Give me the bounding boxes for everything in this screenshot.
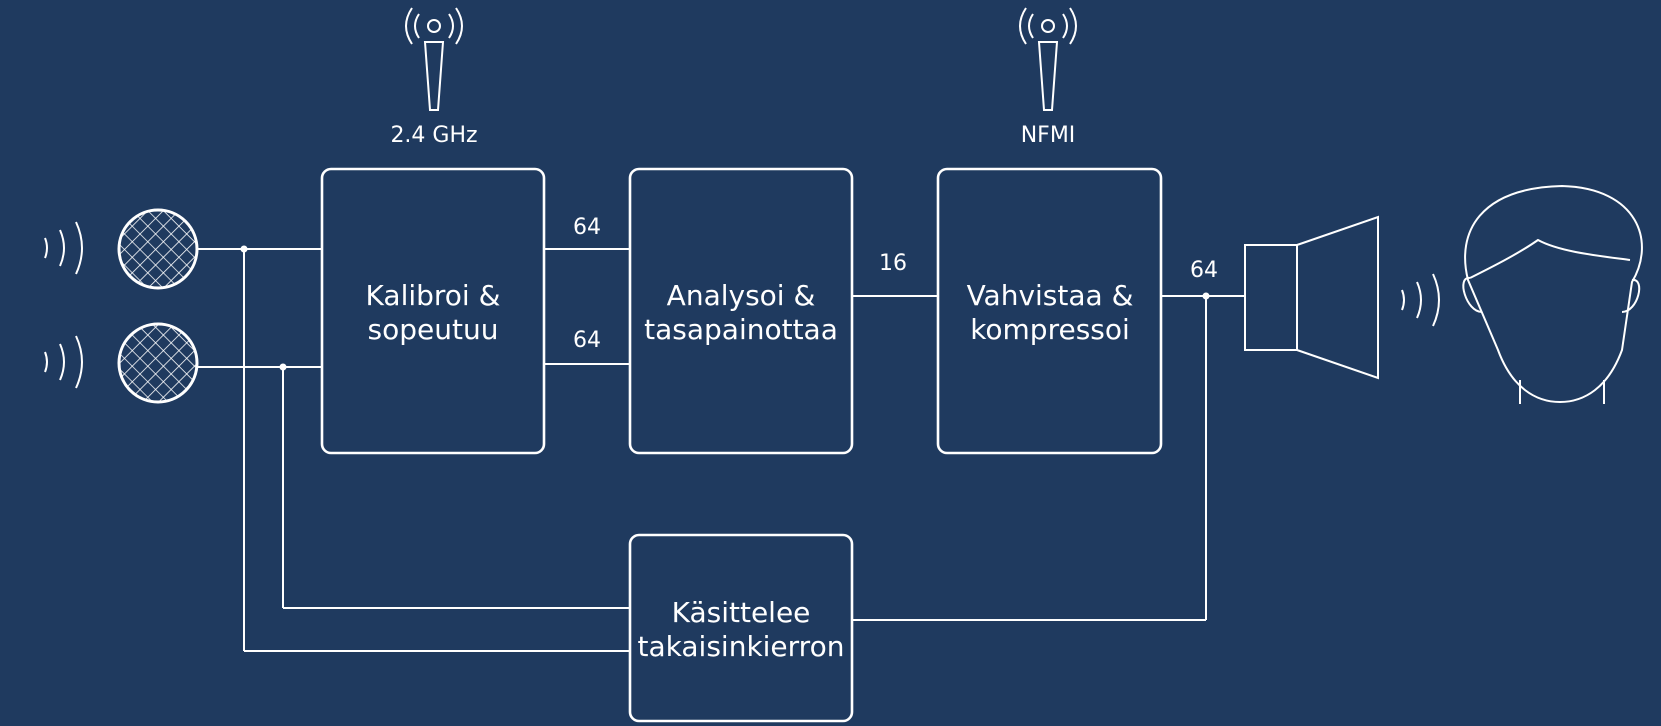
signal-label-analyze-amplify: 16	[879, 251, 907, 276]
block-analyze-line1: Analysoi &	[667, 279, 816, 312]
sound-wave-bottom-icon	[44, 335, 83, 389]
block-feedback-line1: Käsittelee	[672, 596, 811, 629]
antenna-nfmi-icon	[1019, 7, 1077, 111]
block-feedback: Käsittelee takaisinkierron	[628, 533, 854, 723]
block-amplify-line1: Vahvistaa &	[967, 279, 1134, 312]
antenna-nfmi-label: NFMI	[1021, 123, 1076, 148]
block-calibrate-line2: sopeutuu	[368, 313, 499, 346]
junction-dots	[240, 245, 1210, 371]
speaker-icon	[1244, 215, 1379, 380]
microphone-top-icon	[117, 208, 199, 290]
signal-label-amplify-output: 64	[1190, 258, 1218, 283]
block-amplify: Vahvistaa & kompressoi	[936, 167, 1163, 455]
sound-wave-output-icon	[1401, 273, 1440, 327]
microphone-bottom-icon	[117, 322, 199, 404]
block-calibrate-line1: Kalibroi &	[366, 279, 501, 312]
signal-label-calibrate-analyze-top: 64	[573, 215, 601, 240]
block-amplify-line2: kompressoi	[970, 313, 1130, 346]
listener-head-icon	[1462, 184, 1643, 404]
signal-label-calibrate-analyze-bottom: 64	[573, 328, 601, 353]
block-analyze-line2: tasapainottaa	[644, 313, 838, 346]
antenna-2-4ghz-label: 2.4 GHz	[390, 123, 477, 148]
antenna-2-4ghz-icon	[405, 7, 463, 111]
block-calibrate: Kalibroi & sopeutuu	[320, 167, 546, 455]
block-feedback-line2: takaisinkierron	[638, 630, 845, 663]
connector-lines	[197, 248, 1245, 652]
sound-wave-top-icon	[44, 221, 83, 275]
block-analyze: Analysoi & tasapainottaa	[628, 167, 854, 455]
